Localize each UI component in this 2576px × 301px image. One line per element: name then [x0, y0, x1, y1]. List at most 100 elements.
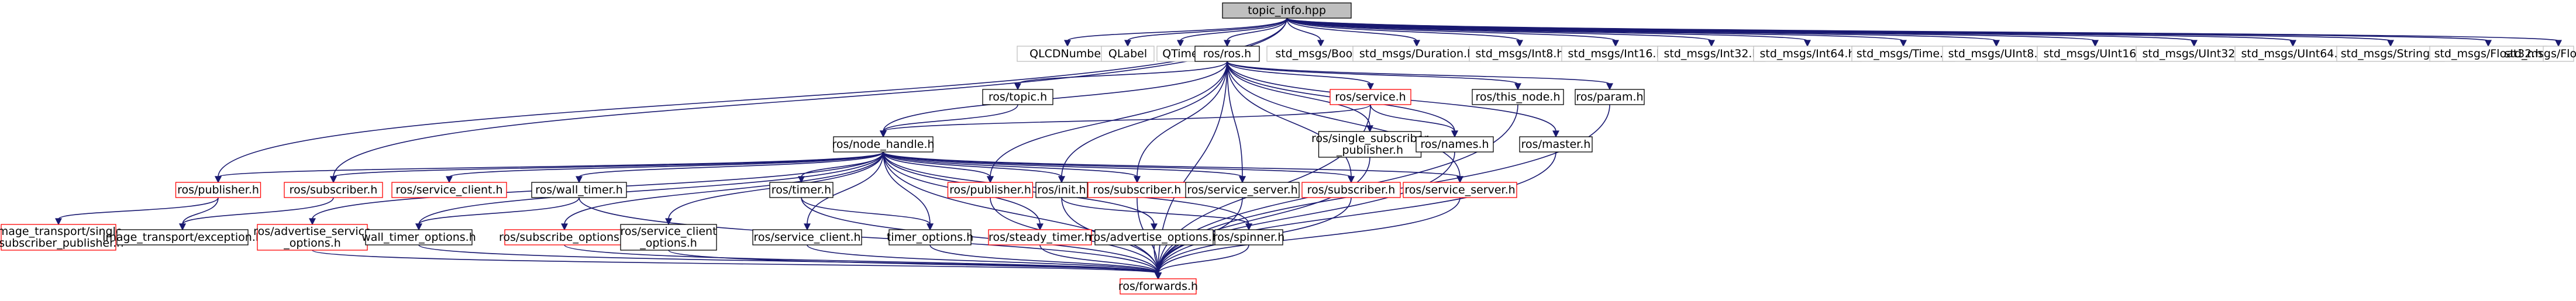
node-std-time[interactable]: std_msgs/Time.h	[1851, 46, 1955, 62]
node-ros-service-server-r[interactable]: ros/service_server.h	[1403, 182, 1517, 198]
node-ros-service-client-b[interactable]: ros/service_client.h	[752, 229, 862, 245]
node-box	[1301, 182, 1401, 198]
node-box	[1, 224, 116, 251]
node-label: std_msgs/Duration.h	[1359, 47, 1474, 60]
node-label: std_msgs/Float32.h	[2434, 47, 2543, 60]
edge-ros_ros-to-ros_subscriber_m	[1134, 61, 1228, 184]
node-label: _options.h	[283, 237, 341, 250]
node-wall-timer-options[interactable]: wall_timer_options.h	[361, 229, 476, 245]
node-box	[1330, 89, 1411, 105]
node-ros-service-client-options[interactable]: ros/service_client_options.h	[620, 224, 717, 251]
node-box	[1575, 89, 1645, 105]
node-std-string[interactable]: std_msgs/String.h	[2336, 46, 2445, 62]
node-label: ros/advertise_service	[253, 225, 371, 238]
node-ros-names[interactable]: ros/names.h	[1416, 136, 1494, 153]
node-ros-service[interactable]: ros/service.h	[1330, 89, 1411, 105]
node-ros-topic[interactable]: ros/topic.h	[982, 89, 1053, 105]
node-label: wall_timer_options.h	[361, 231, 476, 244]
edge-ros_node_handle-to-ros_service_server_m	[883, 151, 1246, 184]
node-ros-advertise-service-options[interactable]: ros/advertise_service_options.h	[253, 224, 371, 251]
node-timer-options[interactable]: timer_options.h	[887, 229, 973, 245]
node-ros-node-handle[interactable]: ros/node_handle.h	[832, 136, 935, 153]
edge-ros_node_handle-to-ros_service_server_r	[883, 151, 1463, 184]
node-ros-advertise-options[interactable]: ros/advertise_options.h	[1089, 229, 1219, 245]
node-box	[888, 229, 972, 245]
node-ros-ros[interactable]: ros/ros.h	[1194, 46, 1260, 62]
node-qlabel[interactable]: QLabel	[1101, 46, 1155, 62]
node-ros-init[interactable]: ros/init.h	[1035, 182, 1088, 198]
node-label: topic_info.hpp	[1248, 4, 1326, 17]
node-ros-steady-timer[interactable]: ros/steady_timer.h	[988, 229, 1092, 245]
node-ros-param[interactable]: ros/param.h	[1575, 89, 1645, 105]
node-box	[1519, 136, 1593, 153]
node-std-float32[interactable]: std_msgs/Float32.h	[2429, 46, 2547, 62]
node-label: std_msgs/UInt16.h	[2044, 47, 2147, 60]
node-box	[1214, 229, 1283, 245]
edge-ros_timer-to-timer_options	[801, 197, 934, 231]
node-ros-service-server-m[interactable]: ros/service_server.h	[1185, 182, 1300, 198]
node-qlcdnumber[interactable]: QLCDNumber	[1017, 46, 1118, 62]
node-ros-forwards[interactable]: ros/forwards.h	[1118, 278, 1198, 295]
node-label: ros/param.h	[1576, 91, 1643, 103]
edge-ros_node_handle-to-ros_subscribe_options	[561, 151, 884, 231]
node-label: ros/topic.h	[989, 91, 1047, 103]
node-ros-publisher-m[interactable]: ros/publisher.h	[947, 182, 1034, 198]
edge-ros_service-to-ros_node_handle	[880, 104, 1371, 138]
node-label: image_transport/exception.h	[102, 231, 263, 244]
node-box	[1194, 46, 1260, 62]
node-std-uint32[interactable]: std_msgs/UInt32.h	[2136, 46, 2253, 62]
node-ros-publisher-l[interactable]: ros/publisher.h	[175, 182, 261, 198]
node-std-duration[interactable]: std_msgs/Duration.h	[1352, 46, 1481, 62]
node-std-uint8[interactable]: std_msgs/UInt8.h	[1942, 46, 2051, 62]
node-label: std_msgs/Int8.h	[1476, 47, 1564, 60]
node-label: std_msgs/String.h	[2341, 47, 2440, 60]
node-ros-wall-timer[interactable]: ros/wall_timer.h	[531, 182, 627, 198]
node-std-int32[interactable]: std_msgs/Int32.h	[1657, 46, 1766, 62]
edge-ros_ros-to-ros_this_node	[1227, 61, 1521, 91]
node-box	[1185, 182, 1300, 198]
node-label: ros/service_client	[620, 225, 717, 238]
node-label: _subscriber_publisher.h	[0, 237, 123, 250]
node-box	[982, 89, 1053, 105]
node-label: ros/publisher.h	[177, 184, 259, 196]
node-ros-subscriber-m[interactable]: ros/subscriber.h	[1087, 182, 1187, 198]
node-ros-subscriber-r[interactable]: ros/subscriber.h	[1301, 182, 1401, 198]
node-std-float64[interactable]: std_msgs/Float64.h	[2505, 46, 2576, 62]
node-ros-spinner[interactable]: ros/spinner.h	[1213, 229, 1284, 245]
edge-root-to-std_int8	[1286, 18, 1523, 47]
node-std-uint64[interactable]: std_msgs/UInt64.h	[2234, 46, 2351, 62]
edge-ros_node_handle-to-ros_service_client_b	[804, 151, 884, 231]
edge-ros_ros-to-ros_topic	[1014, 61, 1228, 91]
node-ros-this-node[interactable]: ros/this_node.h	[1472, 89, 1564, 105]
node-std-int64[interactable]: std_msgs/Int64.h	[1753, 46, 1862, 62]
node-std-int16[interactable]: std_msgs/Int16.h	[1561, 46, 1670, 62]
node-box	[2037, 46, 2154, 62]
node-ros-master[interactable]: ros/master.h	[1519, 136, 1593, 153]
node-ros-subscribe-options[interactable]: ros/subscribe_options.h	[499, 229, 630, 245]
edge-ros_publisher_l-to-img_single_sub_pub	[55, 197, 219, 226]
node-ros-service-client-l[interactable]: ros/service_client.h	[391, 182, 507, 198]
edge-ros_service-to-ros_names	[1370, 104, 1458, 138]
node-label: ros/service_client.h	[753, 231, 860, 244]
node-label: ros/service_server.h	[1404, 184, 1515, 196]
edge-ros_node_handle-to-ros_publisher_l	[215, 151, 884, 184]
node-ros-single-sub-pub[interactable]: ros/single_subscriber_publisher.h	[1311, 131, 1428, 158]
node-label: ros/subscribe_options.h	[499, 231, 630, 244]
node-label: ros/node_handle.h	[832, 138, 934, 151]
node-img-single-sub-pub[interactable]: image_transport/single_subscriber_publis…	[0, 224, 123, 251]
node-std-int8[interactable]: std_msgs/Int8.h	[1469, 46, 1571, 62]
node-std-uint16[interactable]: std_msgs/UInt16.h	[2037, 46, 2154, 62]
node-ros-timer[interactable]: ros/timer.h	[769, 182, 834, 198]
edge-root-to-qlabel	[1124, 18, 1287, 47]
edge-ros_node_handle-to-ros_publisher_m	[883, 151, 994, 184]
node-label: ros/ros.h	[1203, 47, 1251, 60]
node-img-exception[interactable]: image_transport/exception.h	[102, 229, 263, 245]
node-ros-subscriber-l[interactable]: ros/subscriber.h	[284, 182, 383, 198]
node-label: ros/wall_timer.h	[535, 184, 623, 196]
node-label: ros/service.h	[1335, 91, 1406, 103]
node-box	[620, 224, 717, 251]
node-box	[116, 229, 249, 245]
node-label: std_msgs/UInt32.h	[2143, 47, 2246, 60]
edge-ros_spinner-to-ros_forwards	[1155, 244, 1249, 280]
node-root[interactable]: topic_info.hpp	[1222, 2, 1352, 19]
